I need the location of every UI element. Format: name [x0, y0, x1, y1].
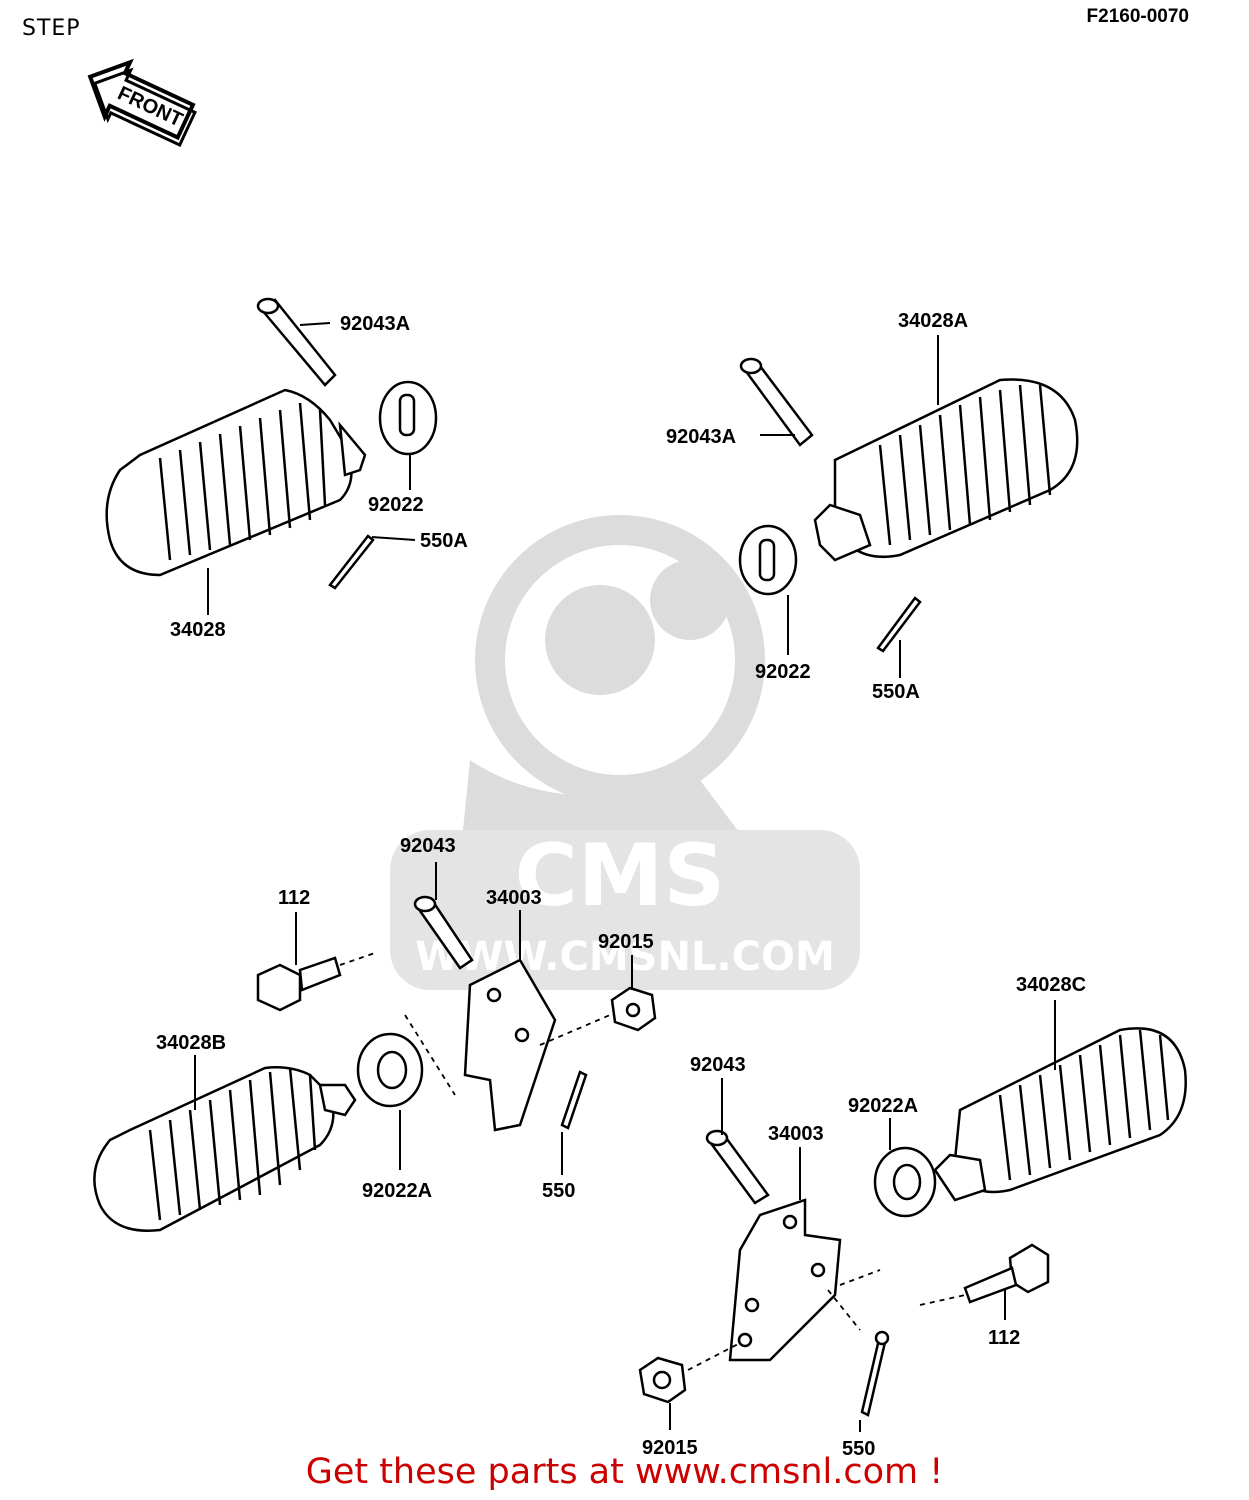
label-92043A-left: 92043A: [340, 313, 410, 335]
pin-92043-right: [705, 1129, 770, 1205]
label-92015-right: 92015: [642, 1437, 698, 1459]
nut-92015-left: [610, 986, 657, 1032]
label-92022-left: 92022: [368, 494, 424, 516]
front-arrow-icon: FRONT: [87, 58, 197, 147]
page-title: STEP: [22, 16, 81, 41]
label-112-left: 112: [278, 887, 310, 909]
label-92015-left: 92015: [598, 931, 654, 953]
cms-mascot-watermark-icon: CMS WWW.CMSNL.COM: [390, 515, 860, 990]
pin-92043A-right: [739, 357, 814, 447]
washer-92022-right: [738, 524, 798, 596]
bolt-112-right: [963, 1243, 1050, 1304]
cotter-550-left: [560, 1070, 588, 1130]
label-34003-left: 34003: [486, 887, 542, 909]
cotter-550-right: [860, 1330, 890, 1417]
label-92022A-right: 92022A: [848, 1095, 918, 1117]
watermark-brand: CMS: [515, 826, 726, 926]
label-34028: 34028: [170, 619, 226, 641]
footpeg-34028C: [933, 1027, 1187, 1202]
label-92022-right: 92022: [755, 661, 811, 683]
cotter-550A-left: [328, 534, 375, 590]
label-34003-right: 34003: [768, 1123, 824, 1145]
label-550-left: 550: [542, 1180, 575, 1202]
footpeg-34028B: [93, 1066, 357, 1232]
bracket-34003-right: [728, 1198, 842, 1362]
label-550A-left: 550A: [420, 530, 468, 552]
bolt-112-left: [256, 956, 342, 1012]
label-112-right: 112: [988, 1327, 1020, 1349]
footpeg-34028: [105, 388, 367, 577]
label-92043A-right: 92043A: [666, 426, 736, 448]
pin-92043A-left: [256, 297, 337, 387]
footpeg-34028A: [813, 378, 1079, 562]
washer-92022A-left: [356, 1032, 424, 1108]
washer-92022-left: [378, 380, 438, 456]
pin-92043-left: [413, 895, 474, 970]
diagram-code: F2160-0070: [1086, 6, 1189, 27]
label-92022A-left: 92022A: [362, 1180, 432, 1202]
bracket-34003-left: [463, 958, 557, 1132]
label-92043-left: 92043: [400, 835, 456, 857]
label-550-right: 550: [842, 1438, 875, 1460]
label-550A-right: 550A: [872, 681, 920, 703]
washer-92022A-right: [873, 1146, 937, 1218]
nut-92015-right: [638, 1356, 687, 1404]
cotter-550A-right: [876, 596, 922, 653]
label-34028C: 34028C: [1016, 974, 1086, 996]
watermark-url: WWW.CMSNL.COM: [415, 934, 835, 980]
label-34028A: 34028A: [898, 310, 968, 332]
footer-cta-link[interactable]: Get these parts at www.cmsnl.com !: [305, 1452, 944, 1492]
label-34028B: 34028B: [156, 1032, 226, 1054]
label-92043-right: 92043: [690, 1054, 746, 1076]
